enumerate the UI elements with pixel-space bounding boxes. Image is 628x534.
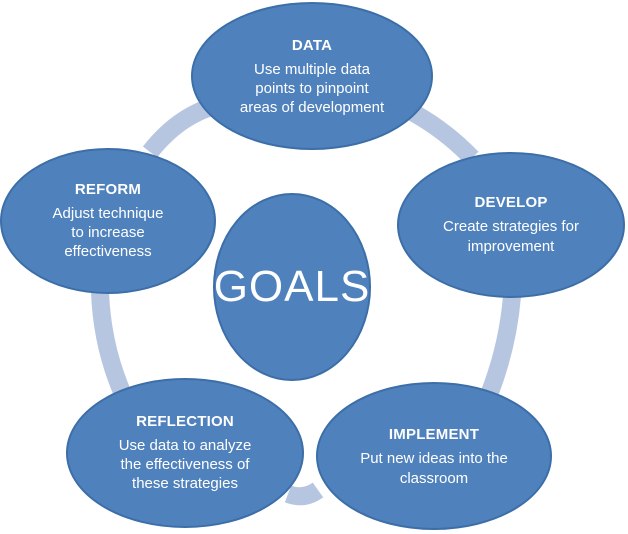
reform-line-1: Adjust technique — [52, 204, 164, 222]
reform-line-2: to increase — [71, 223, 145, 241]
develop-line-1: Create strategies for — [443, 218, 579, 236]
reform-description: Adjust technique to increase effectivene… — [53, 204, 164, 262]
reflection-title: REFLECTION — [136, 412, 234, 430]
reform-title: REFORM — [74, 180, 142, 198]
implement-title: IMPLEMENT — [388, 426, 480, 444]
data-node: DATA Use multiple data points to pinpoin… — [192, 22, 432, 132]
data-line-3: areas of development — [239, 99, 385, 117]
reform-node-shape — [0, 148, 216, 294]
data-description: Use multiple data points to pinpoint are… — [240, 60, 384, 118]
reflection-node: REFLECTION Use data to analyze the effec… — [68, 398, 302, 508]
develop-description: Create strategies for improvement — [443, 217, 579, 255]
develop-node-shape — [397, 152, 625, 298]
reflection-line-2: the effectiveness of — [120, 455, 250, 473]
connector-reflection-reform — [91, 291, 131, 396]
goals-label-container: GOALS — [214, 194, 370, 380]
data-title: DATA — [291, 36, 333, 54]
reform-line-3: effectiveness — [64, 243, 152, 261]
data-line-2: points to pinpoint — [255, 79, 369, 97]
reform-node: REFORM Adjust technique to increase effe… — [4, 166, 212, 276]
connector-reform-data — [142, 99, 212, 158]
goals-circle — [213, 193, 371, 381]
connector-implement-reflection — [284, 482, 324, 506]
implement-node-shape — [316, 382, 552, 530]
reflection-node-shape — [66, 378, 304, 528]
reflection-description: Use data to analyze the effectiveness of… — [119, 436, 252, 494]
reflection-line-3: these strategies — [132, 475, 238, 493]
goals-label: GOALS — [213, 262, 371, 311]
connector-data-develop — [407, 104, 479, 165]
develop-line-2: improvement — [467, 237, 555, 255]
reflection-line-1: Use data to analyze — [118, 436, 252, 454]
data-node-shape — [191, 2, 433, 150]
implement-node: IMPLEMENT Put new ideas into the classro… — [318, 412, 550, 502]
implement-line-2: classroom — [399, 469, 469, 487]
data-line-1: Use multiple data — [254, 60, 370, 78]
implement-description: Put new ideas into the classroom — [360, 449, 508, 487]
implement-line-1: Put new ideas into the — [360, 450, 508, 468]
connector-develop-implement — [481, 295, 521, 396]
develop-node: DEVELOP Create strategies for improvemen… — [398, 180, 624, 270]
develop-title: DEVELOP — [474, 194, 548, 212]
